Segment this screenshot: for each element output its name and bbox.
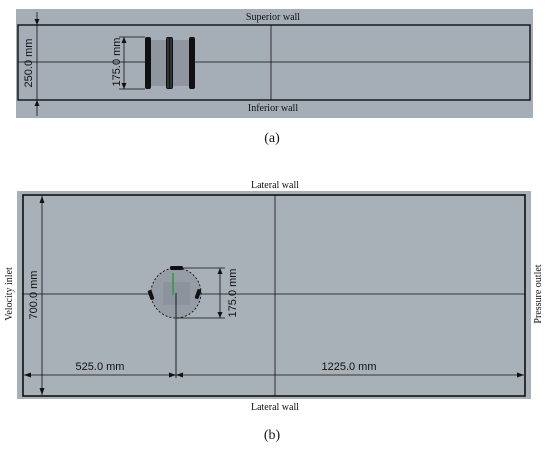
panel-b: 700.0 mm 175.0 mm 525.0 mm	[17, 191, 531, 399]
panel-a-height-dimension	[34, 12, 40, 116]
panel-a-object-plate-3	[189, 37, 195, 89]
panel-b-bottom-label: Lateral wall	[251, 402, 299, 413]
panel-b-downstream-dimension	[176, 372, 524, 378]
panel-a-caption: (a)	[264, 131, 280, 146]
panel-a-object-dimension	[119, 36, 145, 90]
panel-b-background	[17, 191, 531, 399]
panel-a-height-label: 250.0 mm	[23, 39, 35, 88]
panel-a-domain-boundary	[17, 24, 531, 101]
panel-b-downstream-label: 1225.0 mm	[321, 361, 376, 373]
panel-b-top-label: Lateral wall	[251, 180, 299, 191]
panel-b-right-label: Pressure outlet	[533, 264, 544, 323]
panel-a-bottom-label: Inferior wall	[248, 103, 298, 114]
panel-b-height-dimension	[39, 196, 45, 395]
panel-a-object-plate-1	[145, 37, 151, 89]
panel-b-height-label: 700.0 mm	[28, 271, 40, 320]
panel-b-object-dimension	[176, 267, 225, 319]
panel-b-caption: (b)	[264, 428, 281, 443]
panel-b-left-label: Velocity inlet	[4, 267, 15, 321]
panel-a-top-label: Superior wall	[246, 12, 300, 23]
panel-b-upstream-label: 525.0 mm	[76, 361, 125, 373]
panel-b-domain-boundary	[22, 194, 526, 397]
panel-a: 250.0 mm 175.0 mm Superior wall Inferior…	[16, 9, 533, 118]
panel-a-object-label: 175.0 mm	[111, 38, 123, 87]
panel-a-object-side-view	[145, 37, 195, 89]
panel-b-object-top-view	[147, 266, 202, 378]
panel-b-object-label: 175.0 mm	[227, 269, 239, 318]
panel-a-object-plate-2	[166, 37, 173, 89]
panel-b-upstream-dimension	[24, 372, 176, 378]
